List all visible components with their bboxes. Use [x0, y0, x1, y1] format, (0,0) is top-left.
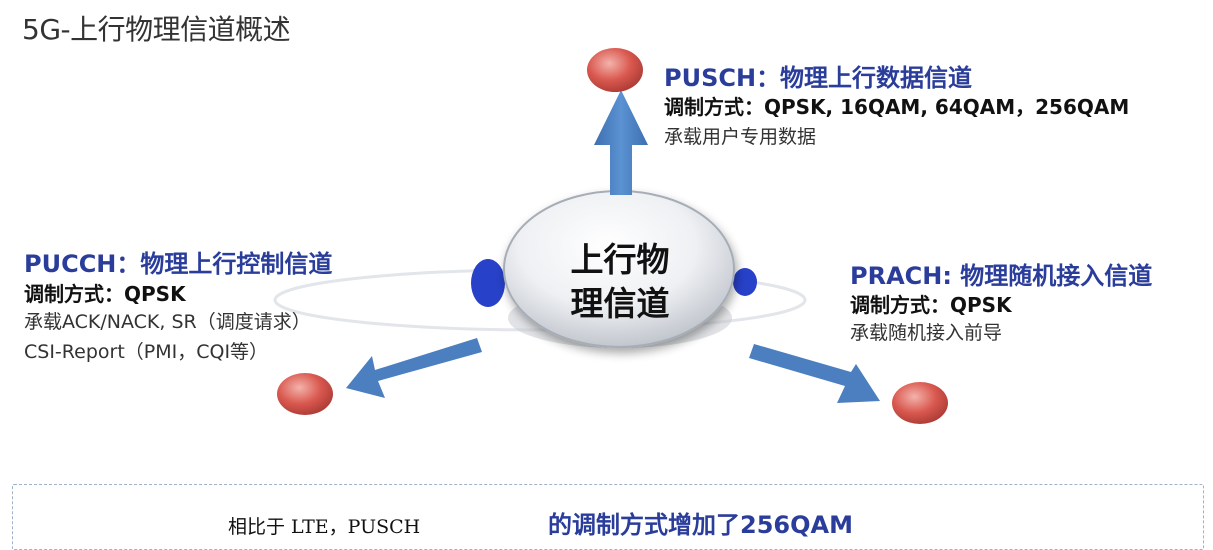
pusch-modulation: 调制方式：QPSK, 16QAM, 64QAM，256QAM [664, 95, 1130, 119]
arrow-to-pucch [346, 338, 482, 398]
page-title: 5G-上行物理信道概述 [22, 13, 291, 46]
prach-title: PRACH: 物理随机接入信道 [850, 262, 1153, 290]
arrow-to-prach [749, 344, 880, 403]
hub-label-line1: 上行物 [570, 240, 670, 279]
hub-label: 上行物 理信道 [560, 238, 680, 326]
hub-right-tab [733, 268, 757, 296]
node-pusch [587, 48, 643, 92]
pusch-title: PUSCH：物理上行数据信道 [664, 64, 973, 92]
node-prach [892, 382, 948, 424]
pucch-title: PUCCH：物理上行控制信道 [24, 250, 333, 278]
pucch-description-line2: CSI-Report（PMI，CQI等） [24, 341, 269, 363]
pucch-description-line1: 承载ACK/NACK, SR（调度请求） [24, 311, 311, 333]
hub-left-tab [471, 259, 505, 307]
note-prefix: 相比于 LTE，PUSCH [228, 516, 421, 538]
arrow-up-pusch [594, 90, 648, 195]
prach-modulation: 调制方式：QPSK [850, 293, 1012, 317]
pusch-description: 承载用户专用数据 [664, 126, 817, 148]
pucch-modulation: 调制方式：QPSK [24, 282, 186, 306]
hub-label-line2: 理信道 [570, 284, 670, 323]
note-highlight: 的调制方式增加了256QAM [548, 511, 853, 539]
prach-description: 承载随机接入前导 [850, 322, 1003, 344]
node-pucch [277, 373, 333, 415]
